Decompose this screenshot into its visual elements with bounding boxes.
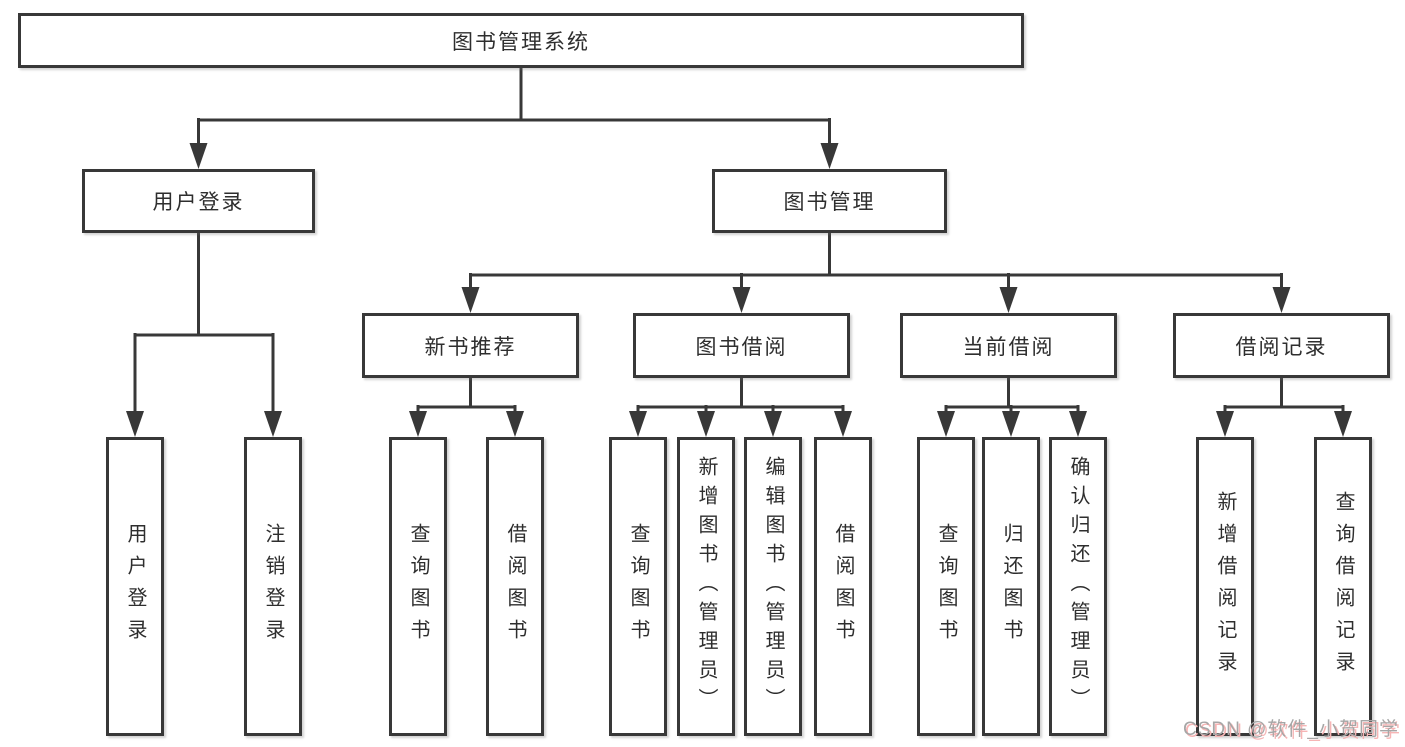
- leaf-query-borrow-record: 查询借阅记录: [1314, 437, 1372, 736]
- leaf-borrow-books-label: 借阅图书: [832, 522, 854, 651]
- node-new-book-recommend-label: 新书推荐: [424, 335, 517, 359]
- leaf-add-books-admin: 新增图书（管理员）: [677, 437, 735, 736]
- node-book-management-label: 图书管理: [783, 191, 876, 214]
- leaf-query-borrow-record-label: 查询借阅记录: [1332, 490, 1354, 683]
- leaf-confirm-return-admin-label: 确认归还（管理员）: [1067, 456, 1089, 717]
- leaf-borrow-books: 借阅图书: [814, 437, 872, 736]
- leaf-logout: 注销登录: [244, 437, 302, 736]
- leaf-edit-books-admin: 编辑图书（管理员）: [744, 437, 802, 736]
- leaf-query-books-borrow-label: 查询图书: [627, 522, 649, 651]
- leaf-user-login-label: 用户登录: [124, 522, 146, 651]
- arrowheads: [126, 143, 1352, 437]
- csdn-watermark: CSDN @软件_小贺同学: [1183, 719, 1399, 740]
- node-book-management: 图书管理: [712, 169, 947, 233]
- node-root-system: 图书管理系统: [18, 13, 1024, 68]
- node-borrowing-records: 借阅记录: [1173, 313, 1390, 378]
- leaf-query-books-borrow: 查询图书: [609, 437, 667, 736]
- leaf-return-books-label: 归还图书: [1000, 522, 1022, 651]
- leaf-logout-label: 注销登录: [262, 522, 284, 651]
- leaf-borrow-books-recommend: 借阅图书: [486, 437, 544, 736]
- node-current-borrowing-label: 当前借阅: [962, 335, 1055, 359]
- node-new-book-recommend: 新书推荐: [362, 313, 579, 378]
- leaf-edit-books-admin-label: 编辑图书（管理员）: [762, 456, 784, 717]
- node-book-borrowing-label: 图书借阅: [695, 335, 788, 359]
- leaf-return-books: 归还图书: [982, 437, 1040, 736]
- node-root-label: 图书管理系统: [452, 30, 590, 54]
- node-user-login: 用户登录: [82, 169, 315, 233]
- leaf-user-login: 用户登录: [106, 437, 164, 736]
- node-borrowing-records-label: 借阅记录: [1235, 335, 1328, 359]
- leaf-add-borrow-record: 新增借阅记录: [1196, 437, 1254, 736]
- node-book-borrowing: 图书借阅: [633, 313, 850, 378]
- leaf-query-books-current: 查询图书: [917, 437, 975, 736]
- leaf-confirm-return-admin: 确认归还（管理员）: [1049, 437, 1107, 736]
- node-current-borrowing: 当前借阅: [900, 313, 1117, 378]
- leaf-query-books-recommend: 查询图书: [389, 437, 447, 736]
- leaf-add-books-admin-label: 新增图书（管理员）: [695, 456, 717, 717]
- leaf-query-books-recommend-label: 查询图书: [407, 522, 429, 651]
- leaf-query-books-current-label: 查询图书: [935, 522, 957, 651]
- leaf-add-borrow-record-label: 新增借阅记录: [1214, 490, 1236, 683]
- leaf-borrow-books-recommend-label: 借阅图书: [504, 522, 526, 651]
- node-user-login-label: 用户登录: [152, 191, 245, 214]
